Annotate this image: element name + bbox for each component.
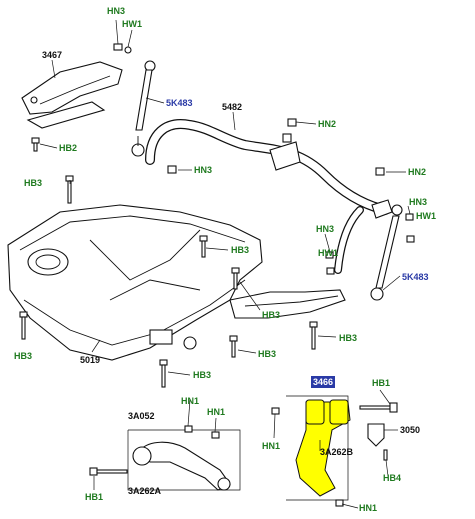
label-5k483-right: 5K483 <box>402 272 429 282</box>
label-hb3-bottom: HB3 <box>193 370 211 380</box>
bolt-hb3-left <box>65 175 74 204</box>
label-3466: 3466 <box>313 377 333 387</box>
label-3466-box <box>311 376 335 388</box>
nut-hn2-top <box>287 118 297 127</box>
label-hb2: HB2 <box>59 143 77 153</box>
label-hn1-c: HN1 <box>262 441 280 451</box>
label-3a262a: 3A262A <box>128 486 162 496</box>
label-3a262b: 3A262B <box>320 447 354 457</box>
label-hb3-left: HB3 <box>24 178 42 188</box>
label-hw1-top: HW1 <box>122 19 142 29</box>
label-hw1-right: HW1 <box>416 211 436 221</box>
label-hb4: HB4 <box>383 473 401 483</box>
leader-lines <box>39 19 411 509</box>
label-hb1-left: HB1 <box>85 492 103 502</box>
subframe-5019 <box>7 204 346 361</box>
label-hb3-right-of-frame: HB3 <box>258 349 276 359</box>
bolt-hb3-bottom <box>159 359 168 388</box>
label-hn2-right: HN2 <box>408 167 426 177</box>
label-hb3-center: HB3 <box>262 310 280 320</box>
lower-control-arm-highlighted <box>295 401 351 497</box>
label-3a052: 3A052 <box>128 411 155 421</box>
lower-arm-3a052-group <box>89 425 241 491</box>
bolt-hb3-center <box>231 267 240 290</box>
bracket-3467 <box>21 61 123 129</box>
label-3467: 3467 <box>42 50 62 60</box>
bolt-hb3-lower <box>309 321 318 350</box>
label-hb3-mid: HB3 <box>231 245 249 255</box>
label-hn3-top: HN3 <box>107 6 125 16</box>
drop-link-5k483-right <box>370 204 415 301</box>
label-5019: 5019 <box>80 355 100 365</box>
label-3050: 3050 <box>400 425 420 435</box>
label-hn3-right2: HN3 <box>316 224 334 234</box>
label-hw1-right2: HW1 <box>318 248 338 258</box>
label-5482: 5482 <box>222 102 242 112</box>
label-hb3-lower: HB3 <box>339 333 357 343</box>
label-hb3-bottom-left: HB3 <box>14 351 32 361</box>
bolt-hb3-right-of-frame <box>229 335 238 358</box>
label-hn2-top: HN2 <box>318 119 336 129</box>
bolt-hb2 <box>31 137 40 152</box>
label-hn1-a: HN1 <box>181 396 199 406</box>
label-hn1-d: HN1 <box>359 503 377 513</box>
stabilizer-bar-5482 <box>145 119 393 219</box>
label-hn1-b: HN1 <box>207 407 225 417</box>
bolt-hb3-mid <box>199 235 208 258</box>
label-hb1-right: HB1 <box>372 378 390 388</box>
nut-hn3-mid <box>167 165 177 174</box>
nut-hn2-right <box>375 167 385 176</box>
lower-arm-3466-group <box>271 395 398 507</box>
label-hn3-right: HN3 <box>409 197 427 207</box>
label-5k483-left: 5K483 <box>166 98 193 108</box>
bolt-hb3-bottom-left <box>19 311 28 340</box>
drop-link-5k483-left <box>113 43 156 157</box>
bar-right-arm <box>325 206 364 275</box>
label-hn3-mid: HN3 <box>194 165 212 175</box>
